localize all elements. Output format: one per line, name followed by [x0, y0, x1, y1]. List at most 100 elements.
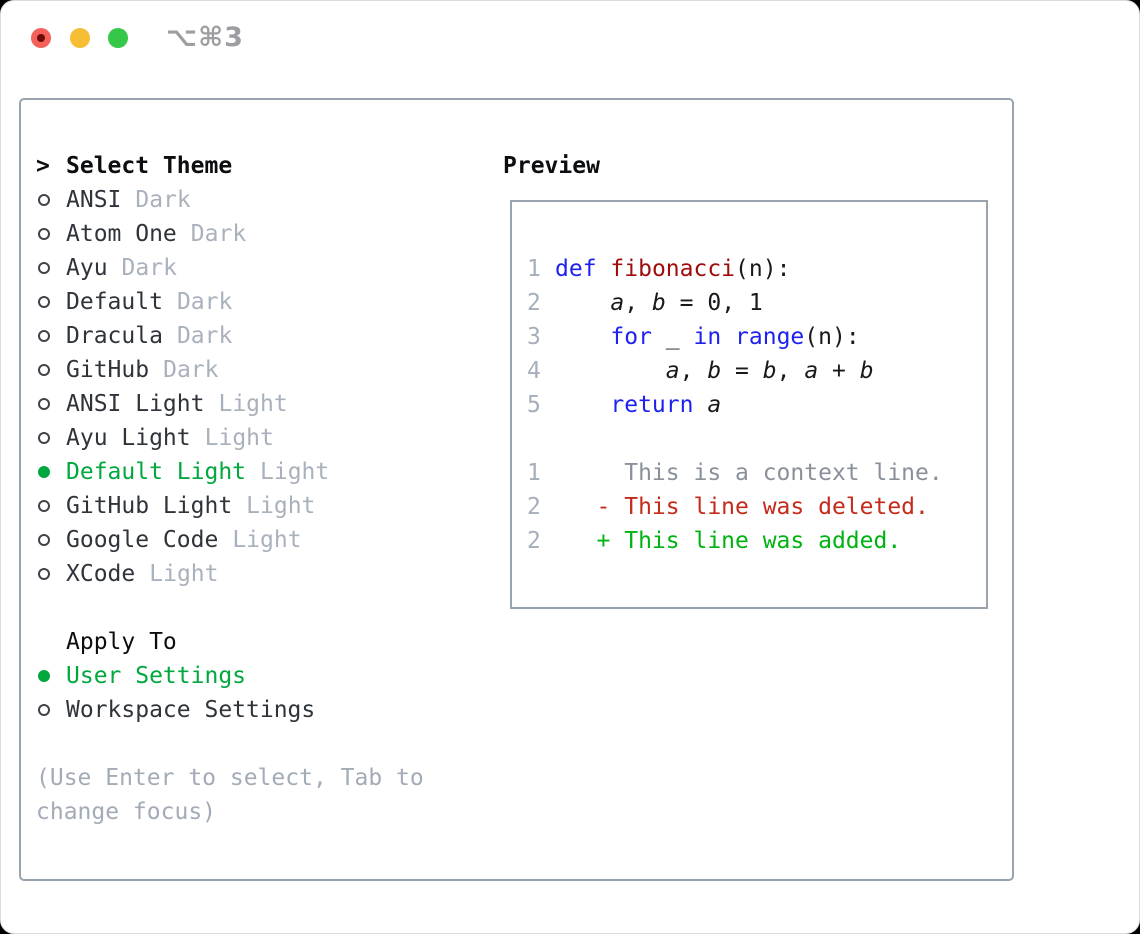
radio-icon — [38, 228, 50, 240]
option-label: GitHub Light — [66, 493, 233, 519]
code-line: 5 return a — [527, 388, 986, 422]
apply-to-option[interactable]: Workspace Settings — [36, 693, 491, 727]
option-variant-label: Light — [260, 459, 330, 485]
option-label: Default — [66, 289, 163, 315]
theme-option[interactable]: Atom One Dark — [36, 217, 491, 251]
radio-marker — [36, 670, 66, 682]
theme-option[interactable]: GitHub Light Light — [36, 489, 491, 523]
theme-option[interactable]: GitHub Dark — [36, 353, 491, 387]
radio-marker — [36, 228, 66, 240]
line-content: + This line was added. — [596, 528, 902, 554]
radio-icon — [38, 296, 50, 308]
option-variant-label: Dark — [163, 357, 219, 383]
line-number: 2 — [527, 290, 541, 316]
apply-to-heading: Apply To — [66, 629, 177, 655]
code-line: 2 + This line was added. — [527, 524, 986, 558]
radio-icon — [38, 364, 50, 376]
radio-marker — [36, 704, 66, 716]
option-label: ANSI — [66, 187, 122, 213]
option-variant-label: Dark — [176, 289, 233, 315]
radio-icon — [38, 704, 50, 716]
option-label: Dracula — [66, 323, 163, 349]
code-line: 1 This is a context line. — [527, 456, 986, 490]
radio-marker — [36, 466, 66, 478]
radio-icon — [38, 262, 50, 274]
minimize-button[interactable] — [70, 28, 90, 48]
radio-marker — [36, 568, 66, 580]
option-variant-label: Light — [246, 493, 316, 519]
radio-icon — [38, 194, 50, 206]
tab-shortcut-label: ⌥⌘3 — [166, 22, 244, 53]
option-label: Workspace Settings — [66, 697, 316, 723]
line-content: - This line was deleted. — [596, 494, 929, 520]
radio-icon — [38, 568, 50, 580]
prompt-marker: > — [36, 149, 66, 183]
option-variant-label: Light — [149, 561, 219, 587]
option-label: Atom One — [66, 221, 177, 247]
line-number: 1 — [527, 256, 541, 282]
line-content: return a — [610, 392, 722, 418]
radio-selected-icon — [38, 466, 50, 478]
theme-option[interactable]: Default Dark — [36, 285, 491, 319]
apply-to-option[interactable]: User Settings — [36, 659, 491, 693]
line-content: for _ in range(n): — [610, 324, 860, 350]
option-label: XCode — [66, 561, 136, 587]
help-text: (Use Enter to select, Tab to change focu… — [36, 765, 424, 825]
option-label: ANSI Light — [66, 391, 205, 417]
theme-option[interactable]: Ayu Light Light — [36, 421, 491, 455]
close-dot-icon — [37, 34, 45, 42]
line-content: a, b = b, a + b — [665, 358, 874, 384]
code-line: 3 for _ in range(n): — [527, 320, 986, 354]
radio-icon — [38, 534, 50, 546]
radio-icon — [38, 398, 50, 410]
zoom-button[interactable] — [108, 28, 128, 48]
preview-header-row: Preview — [503, 149, 1003, 183]
radio-marker — [36, 330, 66, 342]
line-content: This is a context line. — [555, 460, 943, 486]
code-line: 2 a, b = 0, 1 — [527, 286, 986, 320]
radio-marker — [36, 432, 66, 444]
theme-option[interactable]: Dracula Dark — [36, 319, 491, 353]
radio-selected-icon — [38, 670, 50, 682]
radio-marker — [36, 262, 66, 274]
option-label: Ayu — [66, 255, 108, 281]
radio-icon — [38, 432, 50, 444]
radio-marker — [36, 534, 66, 546]
option-variant-label: Dark — [176, 323, 233, 349]
code-line: 4 a, b = b, a + b — [527, 354, 986, 388]
spacer — [36, 727, 491, 761]
window-titlebar: ⌥⌘3 — [1, 1, 1139, 71]
prompt-caret: > — [36, 153, 50, 179]
preview-heading: Preview — [503, 153, 600, 179]
radio-marker — [36, 194, 66, 206]
radio-icon — [38, 330, 50, 342]
theme-option[interactable]: Ayu Dark — [36, 251, 491, 285]
option-variant-label: Light — [232, 527, 302, 553]
theme-option[interactable]: Default Light Light — [36, 455, 491, 489]
line-number: 2 — [527, 494, 541, 520]
close-button[interactable] — [31, 28, 51, 48]
option-label: GitHub — [66, 357, 150, 383]
line-number: 1 — [527, 460, 541, 486]
option-label: Default Light — [66, 459, 247, 485]
option-variant-label: Dark — [121, 255, 177, 281]
option-label: Ayu Light — [66, 425, 191, 451]
theme-option[interactable]: XCode Light — [36, 557, 491, 591]
radio-marker — [36, 364, 66, 376]
option-variant-label: Dark — [190, 221, 247, 247]
option-variant-label: Light — [204, 425, 274, 451]
radio-marker — [36, 296, 66, 308]
preview-column: Preview — [503, 149, 1003, 183]
code-line: 2 - This line was deleted. — [527, 490, 986, 524]
